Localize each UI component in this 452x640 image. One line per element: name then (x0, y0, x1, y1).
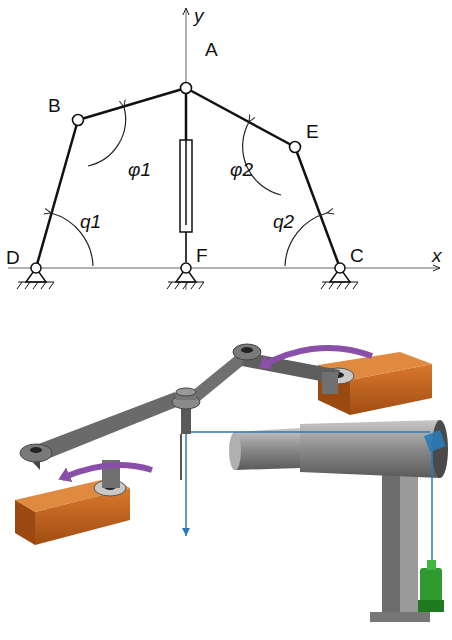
angle-label: φ2 (230, 160, 253, 179)
joint-label: A (205, 40, 218, 59)
axis-label: y (194, 6, 204, 25)
axis-label: x (432, 246, 442, 265)
angle-label: q2 (273, 212, 294, 231)
joint-label: B (48, 96, 61, 115)
angle-label: φ1 (128, 160, 151, 179)
joint-label: E (306, 122, 319, 141)
joint-label: D (6, 248, 20, 267)
joint-label: C (350, 246, 364, 265)
angle-label: q1 (80, 212, 101, 231)
joint-label: F (196, 246, 208, 265)
